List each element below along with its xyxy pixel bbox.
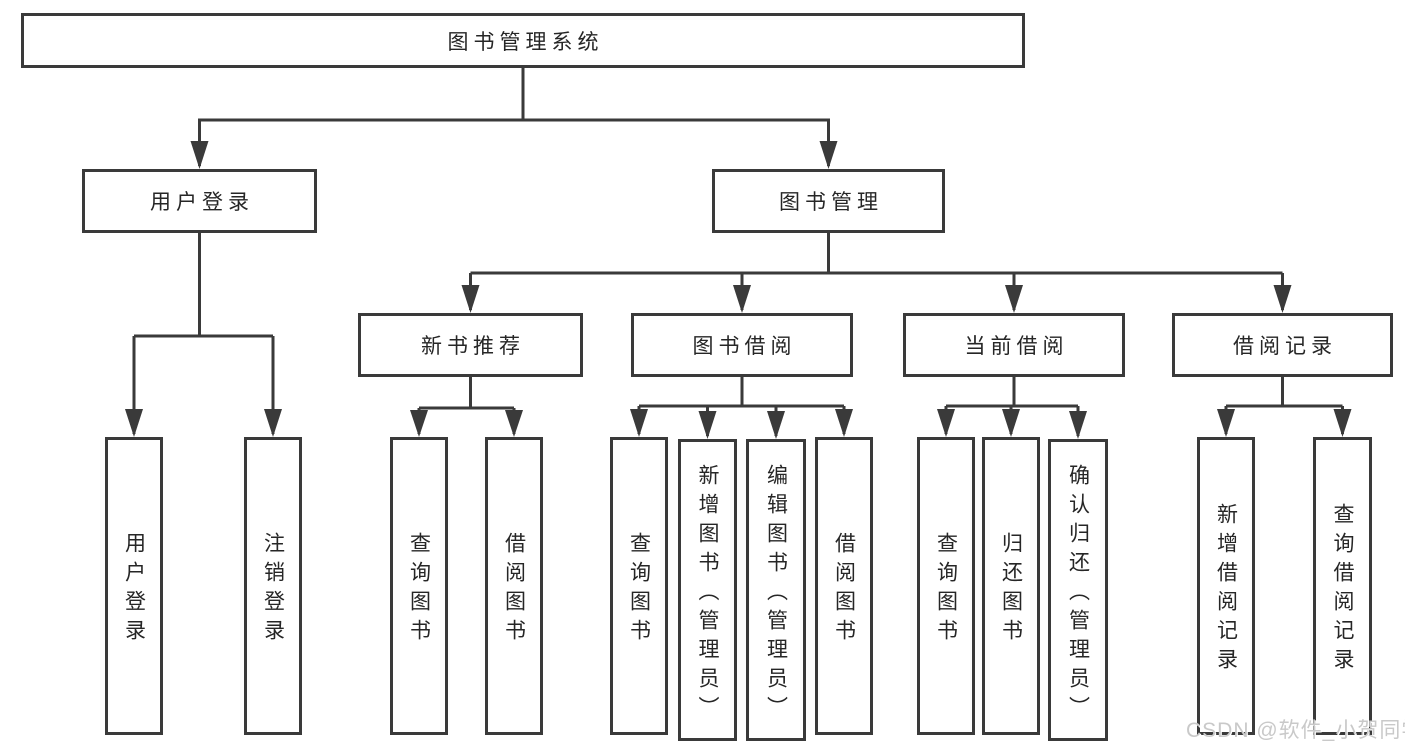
- node-current-borrow: 当前借阅: [903, 313, 1125, 377]
- node-borrow-record-label: 借阅记录: [1233, 335, 1337, 358]
- connector-new-book-recommend-to-leaves: [410, 377, 523, 437]
- connector-root-to-level2: [190, 68, 838, 169]
- node-user-login-leaf: 用户登录: [105, 437, 163, 735]
- node-cb-query-book: 查询图书: [917, 437, 975, 735]
- node-book-management-label: 图书管理: [779, 191, 883, 214]
- node-root: 图书管理系统: [21, 13, 1025, 68]
- node-cb-return-book-label: 归还图书: [999, 532, 1023, 648]
- node-cb-confirm-return-admin: 确认归还（管理员）: [1048, 439, 1108, 741]
- node-user-login-label: 用户登录: [150, 191, 254, 214]
- node-br-query-record: 查询借阅记录: [1313, 437, 1372, 735]
- connector-book-management-to-level3: [461, 233, 1292, 313]
- connector-book-borrow-to-leaves: [630, 377, 853, 439]
- node-bb-borrow-book-label: 借阅图书: [832, 532, 856, 648]
- node-bb-query-book: 查询图书: [610, 437, 668, 735]
- node-logout-leaf: 注销登录: [244, 437, 302, 735]
- node-cb-query-book-label: 查询图书: [934, 532, 958, 648]
- node-nbr-query-book: 查询图书: [390, 437, 448, 735]
- connector-current-borrow-to-leaves: [937, 377, 1087, 439]
- node-nbr-query-book-label: 查询图书: [407, 532, 431, 648]
- node-book-borrow-label: 图书借阅: [692, 335, 797, 358]
- connector-user-login-to-leaves: [125, 233, 282, 437]
- node-borrow-record: 借阅记录: [1172, 313, 1393, 377]
- node-user-login: 用户登录: [82, 169, 317, 233]
- node-root-label: 图书管理系统: [447, 30, 604, 54]
- node-nbr-borrow-book-label: 借阅图书: [502, 532, 526, 648]
- watermark-text: CSDN @软件_小贺同学: [1186, 719, 1405, 742]
- node-bb-edit-book-admin: 编辑图书（管理员）: [746, 439, 806, 741]
- node-book-management: 图书管理: [712, 169, 945, 233]
- node-br-add-record-label: 新增借阅记录: [1214, 503, 1238, 677]
- node-new-book-recommend-label: 新书推荐: [421, 335, 525, 358]
- node-user-login-leaf-label: 用户登录: [122, 532, 146, 648]
- node-bb-query-book-label: 查询图书: [627, 532, 651, 648]
- node-bb-edit-book-admin-label: 编辑图书（管理员）: [764, 463, 788, 725]
- node-br-query-record-label: 查询借阅记录: [1331, 503, 1355, 677]
- node-bb-add-book-admin-label: 新增图书（管理员）: [696, 463, 720, 725]
- node-nbr-borrow-book: 借阅图书: [485, 437, 543, 735]
- connector-borrow-record-to-leaves: [1217, 377, 1352, 437]
- node-bb-borrow-book: 借阅图书: [815, 437, 873, 735]
- node-new-book-recommend: 新书推荐: [358, 313, 583, 377]
- node-br-add-record: 新增借阅记录: [1197, 437, 1255, 735]
- node-cb-confirm-return-admin-label: 确认归还（管理员）: [1066, 463, 1090, 725]
- node-book-borrow: 图书借阅: [631, 313, 853, 377]
- node-bb-add-book-admin: 新增图书（管理员）: [678, 439, 737, 741]
- node-cb-return-book: 归还图书: [982, 437, 1040, 735]
- node-current-borrow-label: 当前借阅: [964, 335, 1069, 358]
- node-logout-leaf-label: 注销登录: [261, 532, 285, 648]
